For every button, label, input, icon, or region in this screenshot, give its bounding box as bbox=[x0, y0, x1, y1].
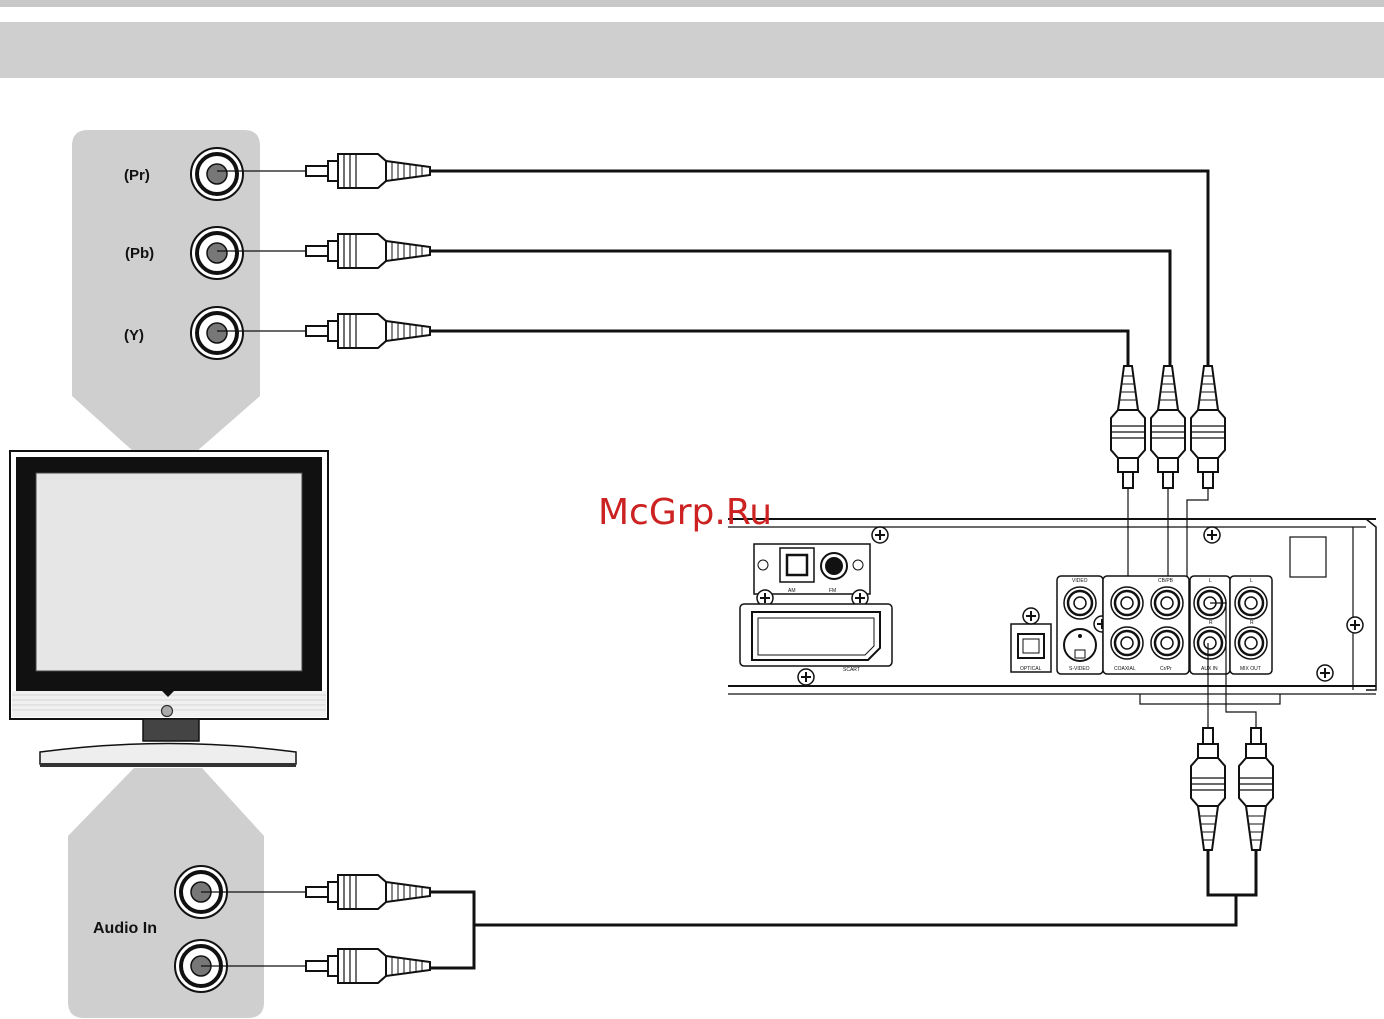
screw bbox=[798, 669, 814, 685]
label-cr-pr: Cr/Pr bbox=[1160, 666, 1172, 672]
screw bbox=[1204, 527, 1220, 543]
label-fm: FM bbox=[829, 588, 836, 594]
screw bbox=[872, 527, 888, 543]
component-cables bbox=[430, 171, 1208, 366]
rca-plug-pr bbox=[306, 154, 430, 188]
label-coaxial: COAXIAL bbox=[1114, 666, 1136, 672]
tv-jack-pb[interactable] bbox=[191, 227, 243, 279]
scart-connector[interactable] bbox=[740, 604, 892, 666]
label-scart: SCART bbox=[843, 667, 860, 673]
screw bbox=[1023, 608, 1039, 624]
antenna-block bbox=[754, 544, 870, 594]
label-optical: OPTICAL bbox=[1020, 666, 1042, 672]
label-y: (Y) bbox=[124, 327, 144, 344]
aux-in-r-jack[interactable] bbox=[1194, 627, 1226, 659]
label-mix-r: R bbox=[1250, 620, 1254, 626]
pb-output-jack[interactable] bbox=[1151, 587, 1183, 619]
rca-plug-pr-player bbox=[1191, 366, 1225, 488]
tv-jack-pr[interactable] bbox=[191, 148, 243, 200]
rca-plug-audio-l-player bbox=[1191, 728, 1225, 850]
rca-plug-y-player bbox=[1111, 366, 1145, 488]
label-cb-pb: CB/PB bbox=[1158, 578, 1174, 584]
label-aux-l: L bbox=[1209, 578, 1212, 584]
video-jack[interactable] bbox=[1064, 587, 1096, 619]
label-pr: (Pr) bbox=[124, 167, 150, 184]
television bbox=[10, 451, 328, 767]
label-pb: (Pb) bbox=[125, 245, 154, 262]
mix-out-r-jack[interactable] bbox=[1235, 627, 1267, 659]
label-aux-in: AUX IN bbox=[1201, 666, 1218, 672]
rca-plug-pb-player bbox=[1151, 366, 1185, 488]
header-top-band bbox=[0, 0, 1384, 7]
rca-plug-audio-r bbox=[306, 949, 430, 983]
coaxial-jack[interactable] bbox=[1111, 627, 1143, 659]
y-output-jack[interactable] bbox=[1111, 587, 1143, 619]
label-mix-l: L bbox=[1250, 578, 1253, 584]
label-video: VIDEO bbox=[1072, 578, 1088, 584]
screw bbox=[1317, 665, 1333, 681]
rca-plug-y bbox=[306, 314, 430, 348]
label-svideo: S-VIDEO bbox=[1069, 666, 1090, 672]
tv-audio-panel bbox=[68, 768, 264, 1018]
audio-cable bbox=[430, 850, 1256, 968]
rca-plug-audio-r-player bbox=[1239, 728, 1273, 850]
tv-jack-y[interactable] bbox=[191, 307, 243, 359]
label-mix-out: MIX OUT bbox=[1240, 666, 1261, 672]
optical-output[interactable] bbox=[1011, 624, 1051, 672]
rca-plug-audio-l bbox=[306, 875, 430, 909]
pr-output-jack[interactable] bbox=[1151, 627, 1183, 659]
rca-plug-pb bbox=[306, 234, 430, 268]
label-aux-r: R bbox=[1209, 620, 1213, 626]
label-am: AM bbox=[788, 588, 796, 594]
header-title-bar bbox=[0, 22, 1384, 78]
label-audio-in: Audio In bbox=[93, 920, 157, 937]
watermark: McGrp.Ru bbox=[598, 492, 772, 533]
screw bbox=[1347, 617, 1363, 633]
mix-out-l-jack[interactable] bbox=[1235, 587, 1267, 619]
